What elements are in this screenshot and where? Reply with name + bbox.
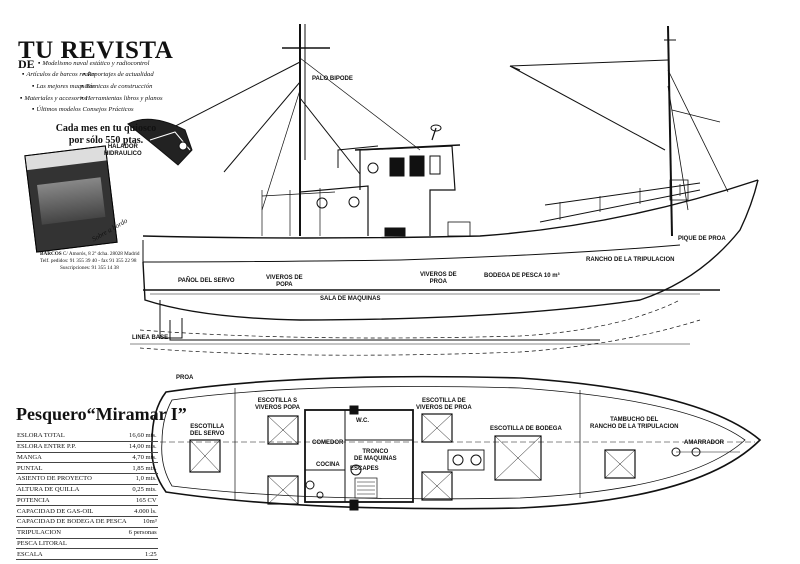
- address-line-1: BARCOS C/ Amorós, 8 2º dcha. 28028 Madri…: [40, 251, 139, 257]
- feature-item: Materiales y accesorios: [20, 95, 87, 102]
- profile-hauler: [127, 118, 193, 166]
- spec-label: PESCA LITORAL: [16, 538, 128, 550]
- spec-label: ESLORA TOTAL: [16, 431, 128, 442]
- boat-name: Pesquero“Miramar I”: [16, 404, 187, 424]
- profile-masts: [159, 24, 729, 237]
- spec-label: ESCALA: [16, 548, 128, 560]
- address-line-3: Suscripciones: 91 355 14 38: [60, 265, 119, 271]
- label-amarrador: AMARRADOR: [684, 440, 724, 446]
- feature-item: Reportajes de actualidad: [83, 71, 153, 78]
- spec-row: ESLORA ENTRE P.P.14,00 mts.: [16, 441, 158, 453]
- spec-value: 16,60 mts.: [127, 431, 158, 442]
- label-escapes: ESCAPES: [350, 466, 379, 472]
- label-proa: PROA: [176, 375, 194, 381]
- spec-value: 4.000 ls.: [127, 505, 158, 517]
- spec-value: 1:25: [127, 548, 158, 560]
- spec-label: ESLORA ENTRE P.P.: [16, 441, 128, 453]
- label-palo-bipode: PALO BIPODE: [312, 76, 353, 82]
- spec-label: CAPACIDAD DE BODEGA DE PESCA: [16, 516, 128, 528]
- label-linea-base: LINEA BASE: [132, 335, 169, 341]
- plan-deckhouse: [304, 405, 740, 511]
- spec-label: ALTURA DE QUILLA: [16, 484, 128, 496]
- feature-item: Técnicas de construcción: [81, 83, 152, 90]
- spec-row: PESCA LITORAL: [16, 538, 158, 550]
- label-escotilla-bodega: ESCOTILLA DE BODEGA: [490, 426, 562, 432]
- magazine-de: DE: [18, 57, 35, 71]
- promo-text: Cada mes en tu quiosco por sólo 550 ptas…: [36, 123, 176, 147]
- address-text: C/ Amorós, 8 2º dcha. 28028 Madrid: [62, 251, 140, 257]
- spec-value: 1,85 mts.: [127, 462, 158, 474]
- address-brand: BARCOS: [40, 251, 62, 257]
- promo-line-2: por sólo 550 ptas.: [68, 135, 144, 146]
- label-wc: W.C.: [356, 418, 369, 424]
- label-comedor: COMEDOR: [312, 440, 344, 446]
- plan-hull: [150, 375, 762, 510]
- spec-label: MANGA: [16, 452, 128, 464]
- spec-value: 14,00 mts.: [127, 441, 158, 453]
- spec-value: 0,25 mts.: [127, 484, 158, 496]
- spec-value: 10m³: [127, 516, 158, 528]
- label-rancho: RANCHO DE LA TRIPULACION: [586, 257, 675, 263]
- label-bodega-pesca: BODEGA DE PESCA 10 m³: [484, 273, 560, 279]
- spec-value: 1,0 mts.: [127, 473, 158, 485]
- spec-label: PUNTAL: [16, 462, 128, 474]
- label-panol-servo: PAÑOL DEL SERVO: [178, 278, 235, 284]
- spec-label: POTENCIA: [16, 495, 128, 507]
- feature-item: Últimos modelos Consejos Prácticos: [32, 106, 133, 113]
- spec-value: 165 CV: [127, 495, 158, 507]
- plan-hatches: [189, 413, 636, 505]
- feature-item: Artículos de barcos reales: [22, 71, 95, 78]
- feature-item: Modelismo naval estático y radiocontrol: [38, 60, 149, 67]
- label-pique-proa: PIQUE DE PROA: [678, 236, 726, 242]
- spec-value: [127, 538, 158, 550]
- spec-label: ASIENTO DE PROYECTO: [16, 473, 128, 485]
- feature-item: Las mejores maquetas: [32, 83, 95, 90]
- feature-item: Herramientas libros y planos: [81, 95, 162, 102]
- spec-value: 6 personas: [127, 527, 158, 539]
- spec-label: CAPACIDAD DE GAS-OIL: [16, 505, 128, 517]
- label-cocina: COCINA: [316, 462, 340, 468]
- label-sala-maquinas: SALA DE MAQUINAS: [320, 296, 381, 302]
- spec-label: TRIPULACION: [16, 527, 128, 539]
- spec-value: 4,70 mts.: [127, 452, 158, 464]
- profile-hull: [130, 179, 759, 356]
- profile-wheelhouse: [299, 124, 461, 237]
- promo-line-1: Cada mes en tu quiosco: [55, 123, 157, 134]
- magazine-title: TU REVISTA: [18, 37, 174, 64]
- address-line-2: Telf. pedidos: 91 355 39 40 - fax 91 355…: [40, 258, 137, 264]
